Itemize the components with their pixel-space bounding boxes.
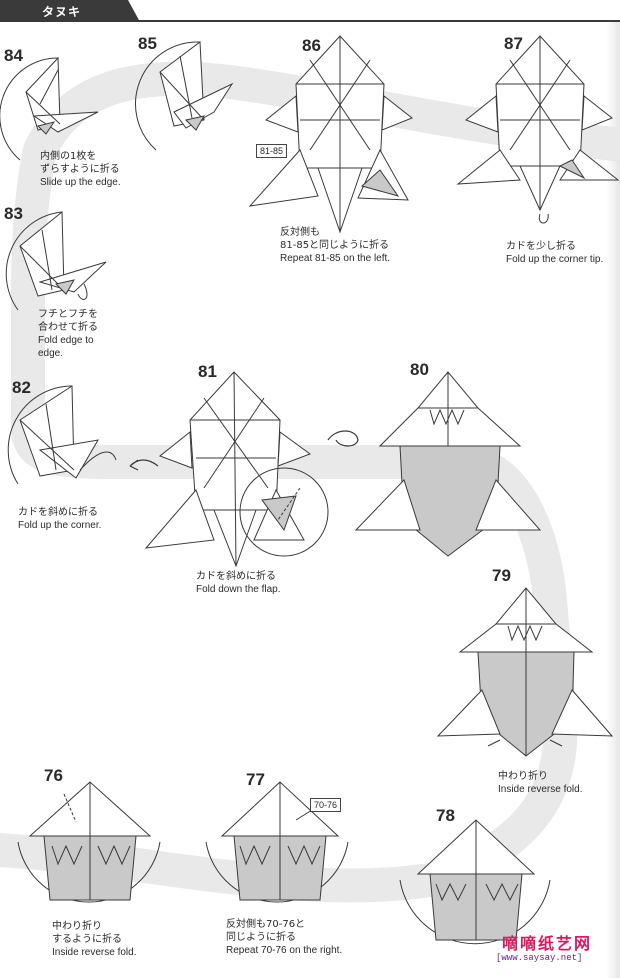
step-77-ref-label: 70-76 bbox=[310, 798, 342, 812]
watermark-url: [www.saysay.net] bbox=[496, 953, 583, 963]
step-83-caption: フチとフチを 合わせて折る Fold edge to edge. bbox=[38, 308, 98, 360]
step-76-figure bbox=[17, 781, 161, 903]
step-79-en-line-1: Inside reverse fold. bbox=[498, 784, 583, 795]
step-79-caption: 中わり折り Inside reverse fold. bbox=[498, 770, 583, 796]
step-80-number: 80 bbox=[410, 360, 429, 379]
page-spine-shadow bbox=[606, 22, 620, 978]
step-81-figure bbox=[144, 371, 329, 568]
flow-path bbox=[0, 61, 620, 903]
step-87-number: 87 bbox=[504, 34, 523, 53]
header-rule bbox=[0, 20, 620, 22]
step-81-number: 81 bbox=[198, 362, 217, 381]
watermark-logo: 嘀嘀纸艺网 bbox=[502, 934, 593, 953]
step-85-figure bbox=[135, 41, 234, 151]
step-76-jp-line-1: 中わり折り bbox=[52, 921, 102, 932]
step-84-jp-line-1: 内側の1枚を bbox=[40, 151, 97, 162]
step-82-en-line-1: Fold up the corner. bbox=[18, 520, 102, 531]
step-83-figure bbox=[5, 210, 107, 311]
step-84-jp-line-2: ずらすように折る bbox=[40, 164, 120, 175]
step-84-caption: 内側の1枚を ずらすように折る Slide up the edge. bbox=[40, 150, 121, 189]
step-79-number: 79 bbox=[492, 566, 511, 585]
step-76-en-line-1: Inside reverse fold. bbox=[52, 947, 137, 958]
step-83-jp-line-2: 合わせて折る bbox=[38, 322, 98, 333]
step-80-figure bbox=[354, 371, 542, 557]
step-86-jp-line-1: 反対側も bbox=[280, 227, 320, 238]
header-title: タヌキ bbox=[42, 5, 82, 19]
step-87-en-line-1: Fold up the corner tip. bbox=[506, 254, 604, 265]
step-81-caption: カドを斜めに折る Fold down the flap. bbox=[196, 570, 281, 596]
step-87-caption: カドを少し折る Fold up the corner tip. bbox=[506, 240, 603, 266]
step-77-jp-line-1: 反対側も70-76と bbox=[226, 919, 306, 930]
step-84-figure bbox=[0, 56, 99, 161]
step-77-jp-line-2: 同じように折る bbox=[226, 932, 296, 943]
step-82-figure bbox=[7, 385, 117, 485]
step-79-jp-line-1: 中わり折り bbox=[498, 771, 548, 782]
step-82-jp-line-1: カドを斜めに折る bbox=[18, 507, 98, 518]
step-79-figure bbox=[436, 587, 614, 757]
step-87-figure bbox=[456, 35, 620, 224]
step-86-figure bbox=[248, 35, 413, 234]
step-83-jp-line-1: フチとフチを bbox=[38, 309, 98, 320]
step-77-number: 77 bbox=[246, 770, 265, 789]
step-85-number: 85 bbox=[138, 34, 157, 53]
step-77-caption: 反対側も70-76と 同じように折る Repeat 70-76 on the r… bbox=[226, 918, 342, 957]
step-87-jp-line-1: カドを少し折る bbox=[506, 241, 576, 252]
step-76-number: 76 bbox=[44, 766, 63, 785]
flip-over-icon bbox=[327, 430, 359, 447]
step-86-ref-label: 81-85 bbox=[256, 144, 288, 158]
step-84-number: 84 bbox=[4, 46, 23, 65]
step-86-jp-line-2: 81-85と同じように折る bbox=[280, 240, 390, 251]
step-78-figure bbox=[399, 819, 551, 945]
step-76-jp-line-2: するように折る bbox=[52, 934, 122, 945]
step-83-en-line-1: Fold edge to bbox=[38, 335, 94, 346]
step-76-caption: 中わり折り するように折る Inside reverse fold. bbox=[52, 920, 137, 959]
step-83-en-line-2: edge. bbox=[38, 348, 64, 359]
step-82-caption: カドを斜めに折る Fold up the corner. bbox=[18, 506, 101, 532]
flow-arrow-icon bbox=[129, 459, 159, 471]
step-86-number: 86 bbox=[302, 36, 321, 55]
header-tab bbox=[0, 0, 140, 22]
step-83-number: 83 bbox=[4, 204, 23, 223]
step-86-en-line-1: Repeat 81-85 on the left. bbox=[280, 253, 391, 264]
step-81-en-line-1: Fold down the flap. bbox=[196, 584, 281, 595]
step-78-number: 78 bbox=[436, 806, 455, 825]
step-81-jp-line-1: カドを斜めに折る bbox=[196, 571, 276, 582]
step-77-en-line-1: Repeat 70-76 on the right. bbox=[226, 945, 343, 956]
step-77-figure bbox=[205, 781, 349, 903]
step-82-number: 82 bbox=[12, 378, 31, 397]
step-86-caption: 反対側も 81-85と同じように折る Repeat 81-85 on the l… bbox=[280, 226, 390, 265]
step-84-en-line-1: Slide up the edge. bbox=[40, 177, 121, 188]
header-bar: タヌキ bbox=[0, 0, 620, 22]
